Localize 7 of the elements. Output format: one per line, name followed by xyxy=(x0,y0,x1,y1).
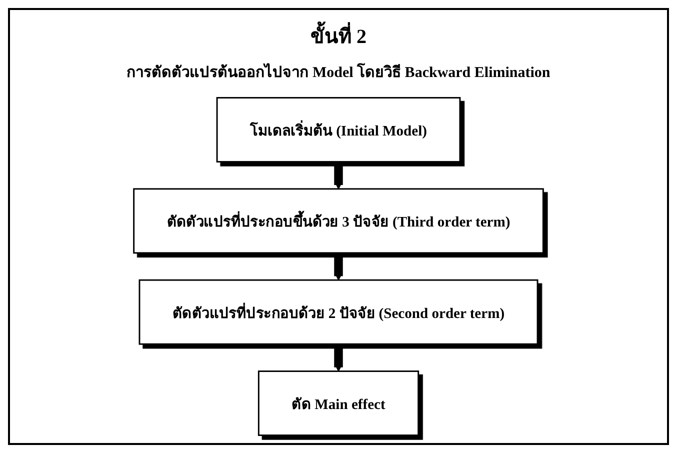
node-box xyxy=(216,97,461,162)
node-box xyxy=(138,279,538,345)
subtitle: การตัดตัวแปรต้นออกไปจาก Model โดยวิธี Backward Elimination xyxy=(126,62,550,83)
node-box xyxy=(133,188,544,254)
node-box xyxy=(258,370,420,436)
title: ขั้นที่ 2 xyxy=(310,20,366,52)
frame-border: ขั้นที่ 2 การตัดตัวแปรต้นออกไปจาก Model โดยวิธี Backward Elimination โมเดลเริ่มต้น (Initial Model) ตัดตัวแปรที่ประกอบขึ้นด้วย 3 ปัจจัย (Third order term) ตัดตัวแปรที่ประกอบด้วย 2 ปัจจัย (Second order term) ตัด Main effect xyxy=(8,8,669,445)
